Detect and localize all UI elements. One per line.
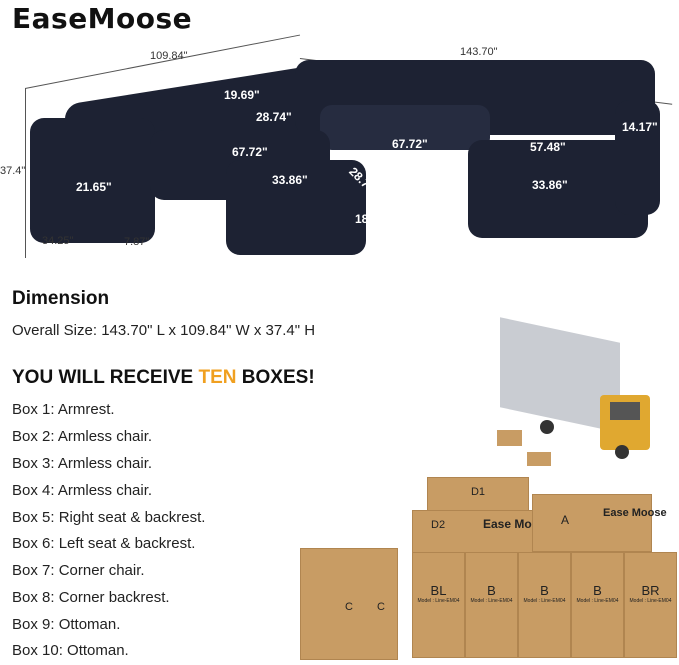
brand-logo: EaseMoose xyxy=(12,2,193,35)
dim-seat-depth: 28.74" xyxy=(256,110,292,124)
box-brand: Ease Moose xyxy=(603,507,667,519)
box-list-item: Box 10: Ottoman. xyxy=(12,642,129,659)
box-label: BR xyxy=(641,583,660,598)
box-list-item: Box 8: Corner backrest. xyxy=(12,589,170,606)
box-list-item: Box 2: Armless chair. xyxy=(12,428,153,445)
dimension-title: Dimension xyxy=(12,288,110,309)
heading-text: BOXES! xyxy=(236,367,315,388)
dim-seat-width-left: 67.72" xyxy=(232,145,268,159)
heading-highlight: TEN xyxy=(198,367,237,388)
box-list-item: Box 4: Armless chair. xyxy=(12,482,153,499)
box-label: BL xyxy=(430,583,447,598)
dim-width-left: 109.84" xyxy=(150,50,188,62)
dim-arm-height: 21.65" xyxy=(76,180,112,194)
box-label: B xyxy=(540,583,549,598)
box-list-item: Box 6: Left seat & backrest. xyxy=(12,535,196,552)
box-label: C xyxy=(377,601,385,613)
dim-pillow: 14.17" xyxy=(622,120,658,134)
box-model: Model : Line-EM04 xyxy=(629,598,672,604)
dim-ottoman-width: 33.86" xyxy=(272,173,308,187)
box-d1: D1 xyxy=(427,477,529,511)
dim-back-height: 19.69" xyxy=(224,88,260,102)
box-model: Model : Line-EM04 xyxy=(576,598,619,604)
box-brand: Ease Moose xyxy=(483,517,553,531)
box-list-item: Box 3: Armless chair. xyxy=(12,455,153,472)
dim-height: 37.4" xyxy=(0,165,26,177)
box-list-item: Box 9: Ottoman. xyxy=(12,616,121,633)
dim-leg-height: 7.87" xyxy=(124,236,150,248)
box-model: Model : Line-EM04 xyxy=(523,598,566,604)
box-d2: D2 Ease Moose xyxy=(412,510,552,555)
box-label: B xyxy=(593,583,602,598)
dim-chaise-width: 33.86" xyxy=(532,178,568,192)
box-list-item: Box 5: Right seat & backrest. xyxy=(12,509,206,526)
box-label: B xyxy=(487,583,496,598)
box-label: C xyxy=(345,601,353,613)
dim-arm-depth: 34.25" xyxy=(42,235,74,247)
box-label: D2 xyxy=(431,519,446,531)
box-model: Model : Line-EM04 xyxy=(417,598,460,604)
box-model: Model : Line-EM04 xyxy=(470,598,513,604)
box-label: D1 xyxy=(470,486,486,498)
dim-seat-width-right: 67.72" xyxy=(392,137,428,151)
box-a: A Ease Moose xyxy=(532,494,667,552)
dim-length-total: 143.70" xyxy=(460,46,498,58)
boxes-heading: YOU WILL RECEIVE TEN BOXES! xyxy=(12,367,315,389)
box-list-item: Box 1: Armrest. xyxy=(12,401,115,418)
dim-ottoman-height: 18.11" xyxy=(355,212,391,226)
truck-illustration xyxy=(495,317,675,470)
sofa-dimension-illustration: 109.84" 143.70" 37.4" 19.69" 28.74" 67.7… xyxy=(0,34,679,270)
overall-size: Overall Size: 143.70" L x 109.84" W x 37… xyxy=(12,322,316,339)
heading-text: YOU WILL RECEIVE xyxy=(12,367,199,388)
box-label: A xyxy=(561,513,570,527)
box-list-item: Box 7: Corner chair. xyxy=(12,562,145,579)
dim-chaise-depth: 57.48" xyxy=(530,140,566,154)
